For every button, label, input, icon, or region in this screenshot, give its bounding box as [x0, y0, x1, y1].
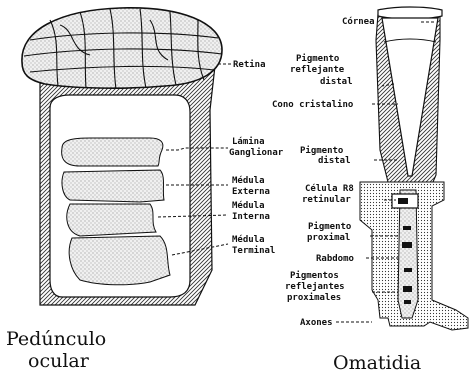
caption-peduncle-2: ocular: [28, 350, 90, 372]
label-lamina-1: Lámina: [232, 136, 265, 147]
label-pig-proximal-2: proximal: [307, 232, 350, 243]
label-pig-refl-prox-3: proximales: [287, 292, 341, 303]
ommatidium-figure: [336, 7, 468, 330]
label-rabdomo: Rabdomo: [316, 254, 354, 264]
caption-peduncle-1: Pedúnculo: [6, 328, 106, 350]
retina-cap: [22, 8, 222, 88]
medula-terminal: [69, 236, 170, 285]
label-celula-r8-1: Célula R8: [305, 183, 354, 194]
label-pig-refl-prox-1: Pigmentos: [290, 270, 339, 281]
lamina-ganglionar: [62, 138, 163, 166]
caption-ommatidium: Omatidia: [333, 352, 421, 374]
label-pig-distal-2: distal: [318, 155, 351, 166]
label-cono-cristalino: Cono cristalino: [272, 99, 353, 110]
medula-externa: [62, 170, 164, 202]
medula-interna: [67, 204, 156, 236]
label-medula-externa-2: Externa: [232, 187, 270, 197]
label-pig-refl-distal-1: Pigmento: [296, 53, 339, 64]
eyestalk-figure: [22, 8, 231, 305]
cornea: [378, 7, 442, 19]
label-medula-interna-2: Interna: [232, 212, 270, 222]
label-retina: Retina: [233, 59, 266, 70]
label-pig-refl-prox-2: reflejantes: [285, 281, 345, 292]
label-cornea: Córnea: [342, 16, 375, 27]
label-medula-interna-1: Médula: [232, 200, 265, 211]
label-pig-refl-distal-3: distal: [320, 76, 353, 87]
r8-cell-inner: [398, 198, 408, 204]
label-axones: Axones: [300, 318, 333, 328]
label-medula-terminal-2: Terminal: [232, 245, 275, 256]
label-pig-proximal-1: Pigmento: [308, 221, 351, 232]
label-medula-externa-1: Médula: [232, 175, 265, 186]
rhabdom: [398, 190, 418, 318]
label-celula-r8-2: retinular: [302, 194, 351, 205]
label-pig-refl-distal-2: reflejante: [290, 64, 345, 75]
label-lamina-2: Ganglionar: [229, 147, 284, 158]
label-pig-distal-1: Pigmento: [300, 145, 343, 156]
label-medula-terminal-1: Médula: [232, 234, 265, 245]
